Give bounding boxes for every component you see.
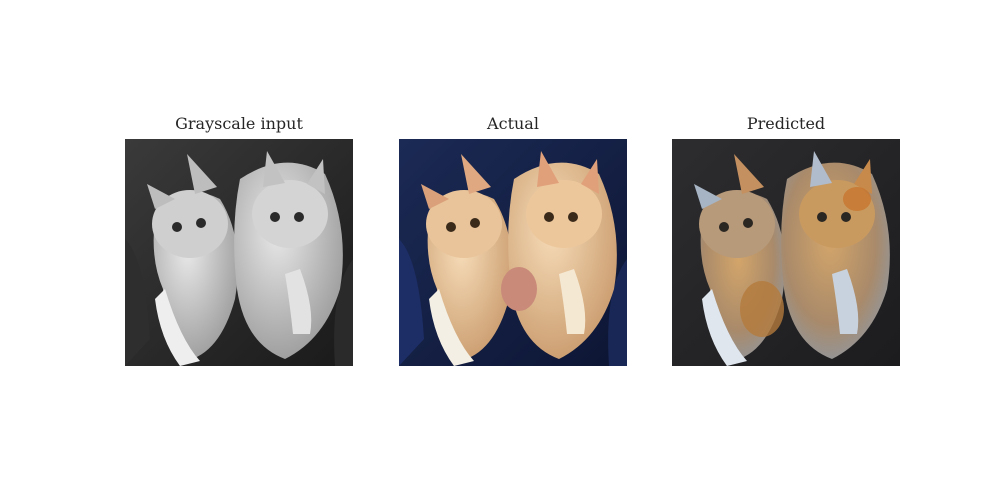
- actual-title: Actual: [487, 114, 539, 133]
- actual-color-cat-image: [399, 139, 627, 366]
- grayscale-cat-image: [125, 139, 353, 366]
- predicted-title: Predicted: [746, 114, 826, 133]
- grayscale-input-title: Grayscale input: [175, 114, 303, 133]
- predicted-color-cat-image: [672, 139, 900, 366]
